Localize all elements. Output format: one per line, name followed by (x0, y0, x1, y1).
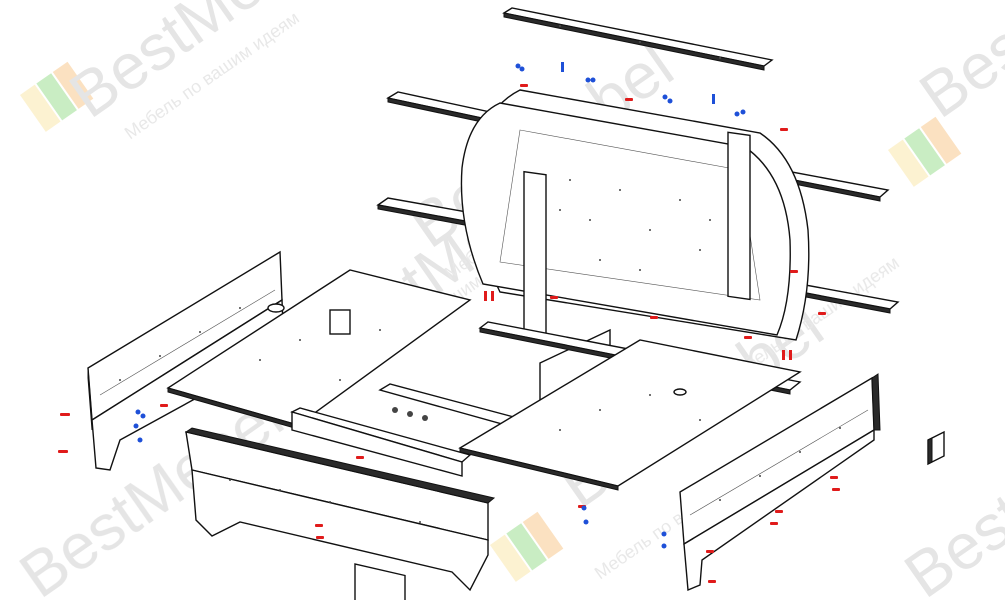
screw-icon (818, 312, 826, 315)
brand-logo-icon (888, 116, 962, 187)
bolt-icon (662, 94, 668, 100)
watermark-brand: BestMebel (57, 0, 346, 131)
base-panel-left (166, 269, 472, 430)
bolt-icon (667, 98, 673, 104)
watermark-brand: BestMebel (892, 379, 1005, 600)
base-panel-right (458, 339, 802, 491)
screw-icon (706, 550, 714, 553)
bolt-icon (135, 409, 141, 415)
bolt-icon (585, 77, 591, 83)
screw-icon (780, 128, 788, 131)
bolt-icon (581, 505, 587, 511)
bolt-icon (740, 109, 746, 115)
screw-icon (160, 404, 168, 407)
bolt-icon (734, 111, 740, 117)
brand-logo-icon (20, 61, 94, 132)
watermark-brand: BestMebel (907, 0, 1005, 131)
bolt-icon (561, 62, 564, 72)
screw-icon (315, 524, 323, 527)
bolt-icon (583, 519, 589, 525)
bolt-icon (137, 437, 143, 443)
screw-icon (520, 84, 528, 87)
screw-icon (830, 476, 838, 479)
top-slat (502, 7, 774, 71)
bolt-icon (590, 77, 596, 83)
screw-icon (60, 413, 70, 416)
screw-icon (770, 522, 778, 525)
bolt-icon (140, 413, 146, 419)
screw-icon (789, 350, 792, 360)
screw-icon (832, 488, 840, 491)
screw-icon (491, 291, 494, 301)
screw-icon (316, 536, 324, 539)
brand-logo-icon (490, 511, 564, 582)
screw-icon (744, 336, 752, 339)
headboard-front-panel (460, 102, 791, 340)
screw-icon (782, 350, 785, 360)
fasteners-blue (133, 62, 746, 549)
screw-icon (708, 580, 716, 583)
screw-icon (625, 98, 633, 101)
shelf-left-upper (386, 91, 492, 123)
bolt-icon (133, 423, 139, 429)
footboard-panel (184, 427, 496, 600)
screw-icon (550, 296, 558, 299)
bolt-icon (661, 531, 667, 537)
screw-icon (356, 456, 364, 459)
bolt-icon (661, 543, 667, 549)
screw-icon (58, 450, 68, 453)
side-rail-right (679, 373, 881, 592)
corner-bracket-part (927, 430, 945, 466)
fasteners-red (58, 84, 840, 583)
screw-icon (484, 291, 487, 301)
bolt-icon (519, 66, 525, 72)
screw-icon (790, 270, 798, 273)
bolt-icon (712, 94, 715, 104)
screw-icon (775, 510, 783, 513)
bolt-icon (515, 63, 521, 69)
screw-icon (650, 316, 658, 319)
